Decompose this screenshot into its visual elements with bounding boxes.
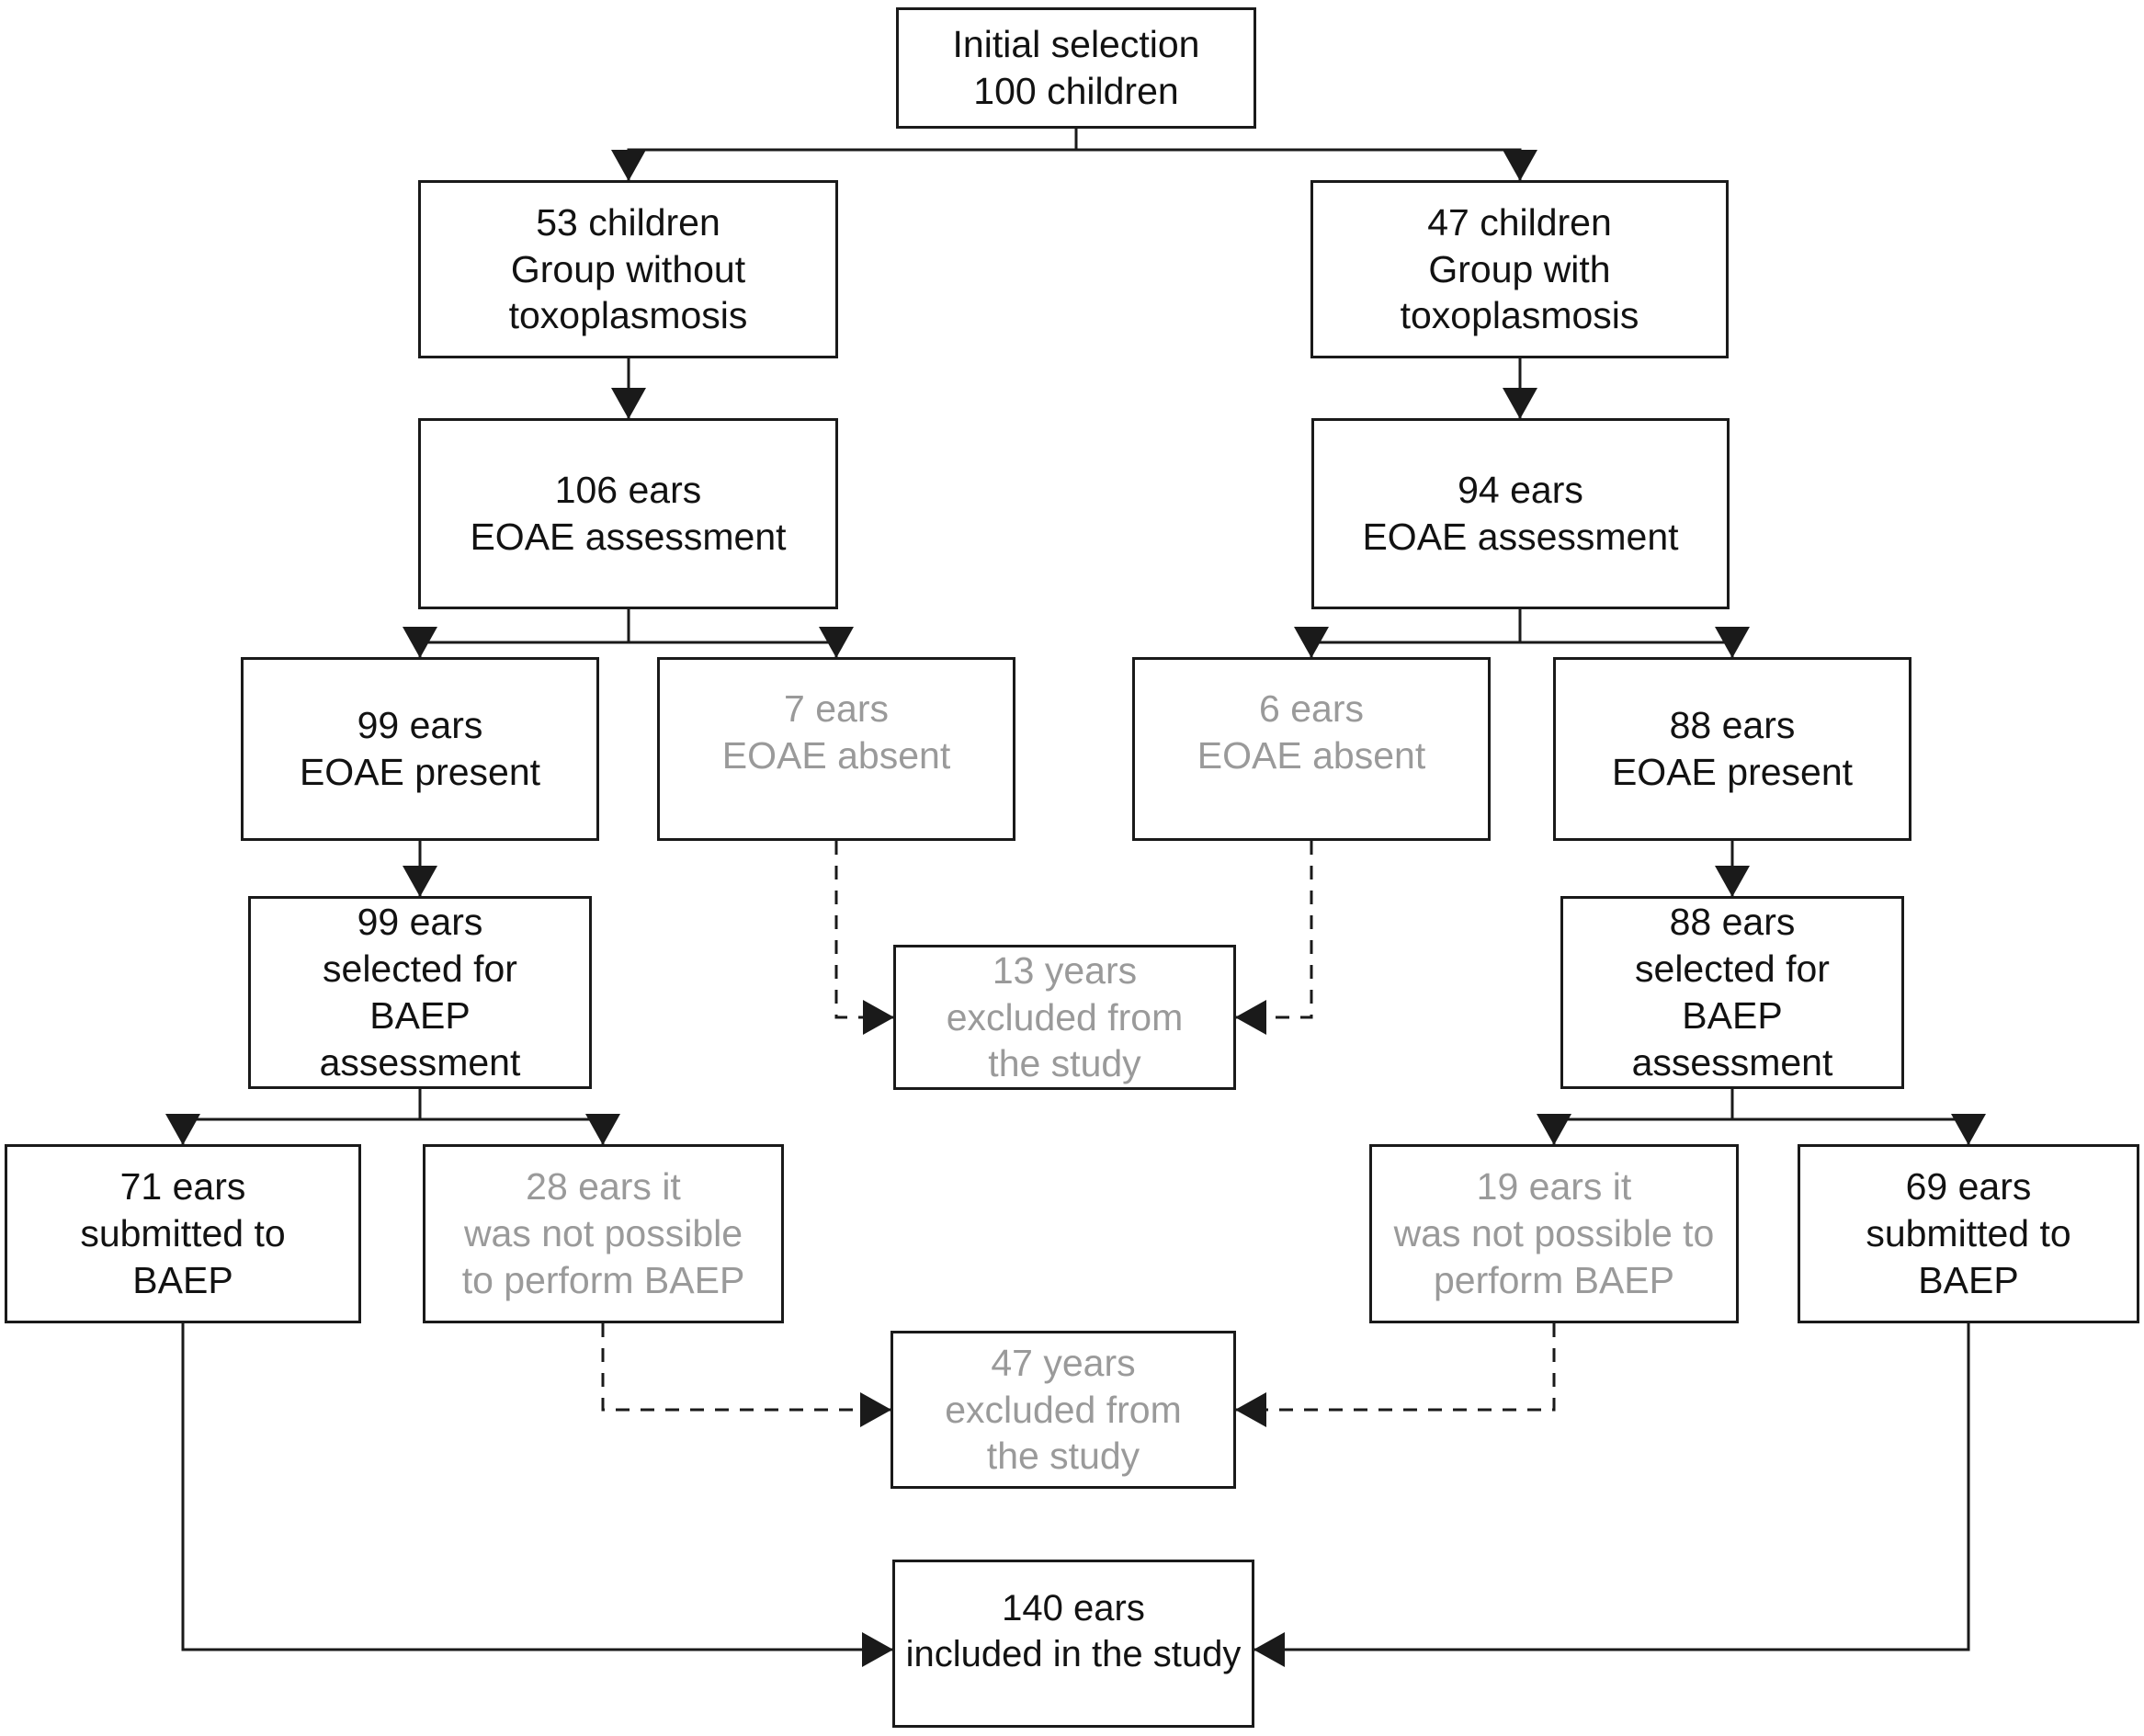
- node-initial-selection: Initial selection 100 children: [896, 7, 1256, 129]
- edge-submitted-with-to-included: [1254, 1323, 1970, 1667]
- edge-absent-without-to-excluded: [834, 841, 894, 1035]
- node-included-140-ears: 140 ears included in the study: [892, 1560, 1254, 1728]
- node-excluded-47-years: 47 years excluded from the study: [890, 1331, 1236, 1489]
- node-eoae-present-with: 88 ears EOAE present: [1553, 657, 1911, 841]
- node-eoae-assessment-with: 94 ears EOAE assessment: [1311, 418, 1730, 609]
- node-eoae-assessment-without: 106 ears EOAE assessment: [418, 418, 838, 609]
- node-submitted-baep-without: 71 ears submitted to BAEP: [5, 1144, 361, 1323]
- node-selected-baep-without: 99 ears selected for BAEP assessment: [248, 896, 592, 1089]
- node-eoae-present-without: 99 ears EOAE present: [241, 657, 599, 841]
- node-excluded-13-years: 13 years excluded from the study: [893, 945, 1236, 1090]
- node-not-possible-baep-with: 19 ears it was not possible to perform B…: [1369, 1144, 1739, 1323]
- edge-not-possible-with-to-excluded: [1235, 1323, 1556, 1427]
- node-not-possible-baep-without: 28 ears it was not possible to perform B…: [423, 1144, 784, 1323]
- edge-absent-with-to-excluded: [1235, 841, 1313, 1035]
- edge-submitted-without-to-included: [181, 1323, 893, 1667]
- node-submitted-baep-with: 69 ears submitted to BAEP: [1798, 1144, 2139, 1323]
- node-group-without-toxoplasmosis: 53 children Group without toxoplasmosis: [418, 180, 838, 358]
- node-eoae-absent-with: 6 ears EOAE absent: [1132, 657, 1491, 841]
- node-selected-baep-with: 88 ears selected for BAEP assessment: [1560, 896, 1904, 1089]
- node-eoae-absent-without: 7 ears EOAE absent: [657, 657, 1015, 841]
- node-group-with-toxoplasmosis: 47 children Group with toxoplasmosis: [1310, 180, 1729, 358]
- edge-not-possible-without-to-excluded: [601, 1323, 891, 1427]
